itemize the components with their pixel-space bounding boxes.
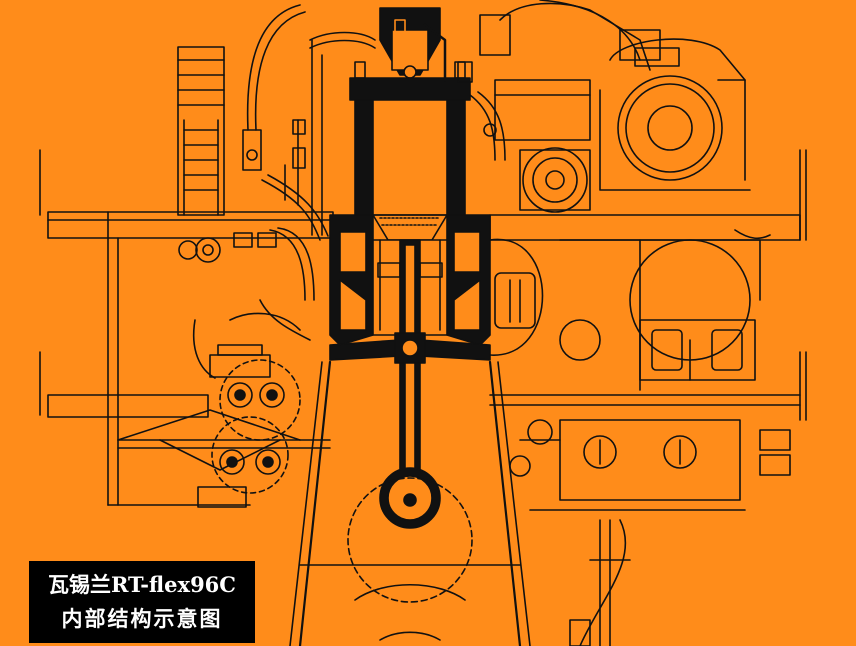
left-platform-frame: [39, 149, 334, 506]
diagram-caption: 瓦锡兰RT-flex96C 内部结构示意图: [29, 561, 255, 643]
scavenge-air-receiver: [489, 214, 801, 391]
a-frame: [289, 360, 531, 646]
caption-line-2: 内部结构示意图: [61, 606, 223, 631]
turbocharger: [479, 0, 751, 213]
cylinder-head: [349, 7, 471, 101]
crankshaft: [347, 467, 473, 641]
right-lower-frame: [489, 351, 807, 646]
left-ladder: [177, 46, 225, 216]
piston-and-crank-housing: [329, 214, 491, 346]
caption-line-1: 瓦锡兰RT-flex96C: [47, 572, 237, 597]
left-pump-cluster: [192, 299, 311, 508]
piston-rod: [329, 239, 491, 486]
cylinder-liner: [354, 99, 466, 241]
left-upper-pipes: [178, 4, 376, 301]
